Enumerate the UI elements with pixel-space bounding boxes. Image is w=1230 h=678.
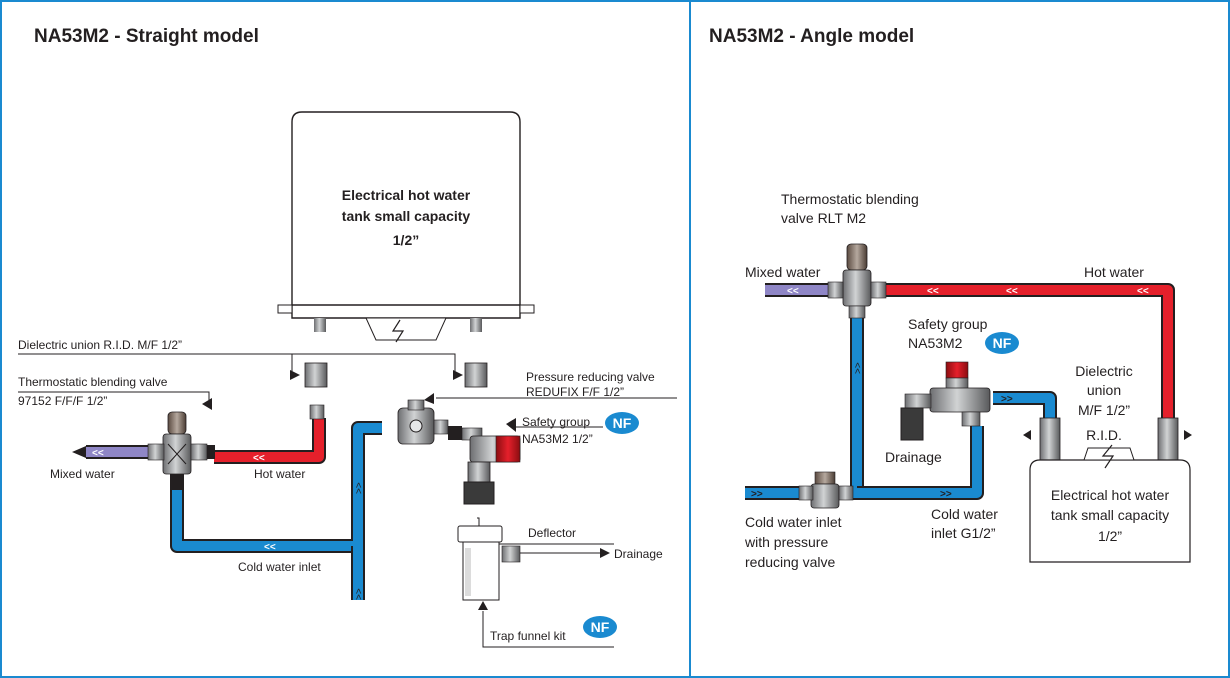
left-tank-label-line3: 1/2” <box>393 232 419 248</box>
nf-logo-icon <box>605 412 639 434</box>
right-tank-label-1: Electrical hot water <box>1051 487 1170 503</box>
svg-text:<<: << <box>1006 286 1018 297</box>
right-dielectric-label-1: Dielectric <box>1075 363 1133 379</box>
left-pressure-valve-label-1: Pressure reducing valve <box>526 370 655 384</box>
svg-text:>>: >> <box>1001 394 1013 405</box>
svg-text:<<: << <box>1137 286 1149 297</box>
right-cold-inlet-valve-label-3: reducing valve <box>745 554 835 570</box>
right-thermostatic-label-2: valve RLT M2 <box>781 210 866 226</box>
left-hot-water-label: Hot water <box>254 467 305 481</box>
left-thermostatic-valve <box>147 411 215 490</box>
right-safety-group <box>900 361 991 441</box>
right-thermostatic-label-1: Thermostatic blending <box>781 191 919 207</box>
right-hot-water-label: Hot water <box>1084 264 1144 280</box>
svg-text:<<: << <box>92 448 104 459</box>
left-cold-water-label: Cold water inlet <box>238 560 321 574</box>
right-pressure-reducing-valve <box>798 471 854 509</box>
svg-text:>>: >> <box>853 362 864 374</box>
left-trap-funnel-label: Trap funnel kit <box>490 629 566 643</box>
left-dielectric-union-label: Dielectric union R.I.D. M/F 1/2” <box>18 338 182 352</box>
right-panel-title: NA53M2 - Angle model <box>709 26 914 47</box>
nf-logo-icon <box>985 332 1019 354</box>
left-mixed-water-label: Mixed water <box>50 467 115 481</box>
left-tank-label-line1: Electrical hot water <box>342 187 471 203</box>
lightning-icon <box>1101 444 1115 469</box>
right-safety-group-label-2: NA53M2 <box>908 335 963 351</box>
right-dielectric-label-3: M/F 1/2” <box>1078 402 1130 418</box>
svg-text:>>: >> <box>940 489 952 500</box>
left-tank-label-line2: tank small capacity <box>342 208 471 224</box>
right-mixed-water-label: Mixed water <box>745 264 821 280</box>
right-tank-label-3: 1/2” <box>1098 528 1122 544</box>
left-thermostatic-valve-label-2: 97152 F/F/F 1/2” <box>18 394 107 408</box>
right-safety-group-label-1: Safety group <box>908 316 988 332</box>
svg-text:>>: >> <box>354 482 365 494</box>
svg-text:>>: >> <box>354 588 365 600</box>
right-tank-label-2: tank small capacity <box>1051 507 1169 523</box>
right-thermostatic-valve <box>827 243 887 319</box>
left-deflector-label: Deflector <box>528 526 576 540</box>
svg-text:<<: << <box>927 286 939 297</box>
left-water-tank <box>277 111 535 343</box>
right-cold-inlet-valve-label-2: with pressure <box>744 534 828 550</box>
lightning-icon <box>391 319 405 343</box>
nf-logo-icon <box>583 616 617 638</box>
right-dielectric-label-2: union <box>1087 382 1121 398</box>
left-safety-group <box>448 426 521 505</box>
right-cold-inlet-valve-label-1: Cold water inlet <box>745 514 842 530</box>
left-pressure-valve-label-2: REDUFIX F/F 1/2” <box>526 385 624 399</box>
svg-text:<<: << <box>264 542 276 553</box>
left-pressure-reducing-valve <box>397 399 449 445</box>
right-drainage-label: Drainage <box>885 449 942 465</box>
svg-text:<<: << <box>787 286 799 297</box>
left-thermostatic-valve-label-1: Thermostatic blending valve <box>18 375 168 389</box>
left-dielectric-unions <box>304 362 488 420</box>
panel-angle-model <box>689 0 1230 678</box>
svg-text:>>: >> <box>751 489 763 500</box>
right-water-tank <box>1029 444 1191 563</box>
right-cold-inlet-g-label-2: inlet G1/2” <box>931 525 996 541</box>
right-cold-inlet-g-label-1: Cold water <box>931 506 998 522</box>
left-safety-group-label-1: Safety group <box>522 415 590 429</box>
left-drainage-label: Drainage <box>614 547 663 561</box>
left-trap-funnel <box>457 525 521 601</box>
left-panel-title: NA53M2 - Straight model <box>34 26 259 47</box>
left-safety-group-label-2: NA53M2 1/2” <box>522 432 593 446</box>
right-dielectric-label-4: R.I.D. <box>1086 427 1122 443</box>
right-dielectric-unions <box>1023 417 1192 461</box>
svg-text:<<: << <box>253 453 265 464</box>
